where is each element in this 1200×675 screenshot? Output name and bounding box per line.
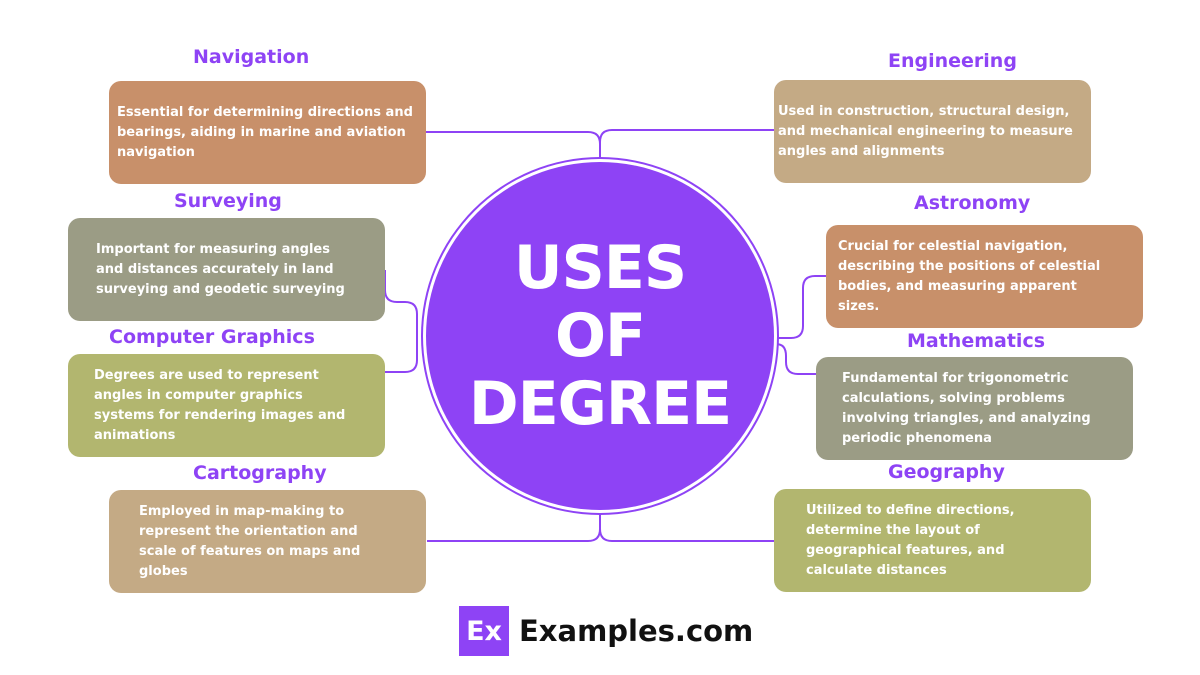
- computer-graphics-card: Degrees are used to represent angles in …: [68, 354, 385, 457]
- central-topic-line-3: DEGREE: [468, 369, 732, 439]
- connector-cartography: [427, 510, 601, 542]
- connector-computer-graphics: [385, 336, 418, 373]
- navigation-description: Essential for determining directions and…: [117, 104, 413, 160]
- connector-surveying: [384, 270, 418, 336]
- engineering-title: Engineering: [888, 50, 1017, 72]
- connector-navigation: [426, 131, 601, 162]
- central-topic-line-1: USES: [513, 233, 687, 303]
- geography-card: Utilized to define directions, determine…: [774, 489, 1091, 592]
- mathematics-title: Mathematics: [907, 330, 1046, 352]
- mathematics-card: Fundamental for trigonometric calculatio…: [816, 357, 1133, 460]
- astronomy-title: Astronomy: [914, 192, 1031, 214]
- surveying-title: Surveying: [174, 190, 282, 212]
- connector-engineering: [599, 129, 774, 162]
- cartography-card: Employed in map-making to represent the …: [109, 490, 426, 593]
- engineering-card: Used in construction, structural design,…: [774, 80, 1091, 183]
- connector-geography: [599, 510, 774, 542]
- cartography-title: Cartography: [193, 462, 327, 484]
- computer-graphics-description: Degrees are used to represent angles in …: [94, 367, 346, 443]
- geography-description: Utilized to define directions, determine…: [806, 502, 1015, 578]
- astronomy-description: Crucial for celestial navigation, descri…: [838, 238, 1101, 314]
- central-topic: USES OF DEGREE: [426, 162, 774, 510]
- mathematics-description: Fundamental for trigonometric calculatio…: [842, 370, 1091, 446]
- central-topic-line-2: OF: [555, 301, 646, 371]
- cartography-description: Employed in map-making to represent the …: [139, 503, 361, 579]
- navigation-title: Navigation: [193, 46, 310, 68]
- engineering-description: Used in construction, structural design,…: [778, 103, 1073, 159]
- connector-mathematics: [775, 343, 816, 375]
- connector-astronomy: [776, 275, 826, 339]
- astronomy-card: Crucial for celestial navigation, descri…: [826, 225, 1143, 328]
- navigation-card: Essential for determining directions and…: [109, 81, 426, 184]
- geography-title: Geography: [888, 461, 1005, 483]
- brand-mark: Ex: [459, 606, 509, 656]
- brand-logo: Ex Examples.com: [459, 606, 753, 656]
- surveying-description: Important for measuring angles and dista…: [96, 241, 345, 297]
- computer-graphics-title: Computer Graphics: [109, 326, 315, 348]
- brand-name: Examples.com: [519, 614, 754, 648]
- surveying-card: Important for measuring angles and dista…: [68, 218, 385, 321]
